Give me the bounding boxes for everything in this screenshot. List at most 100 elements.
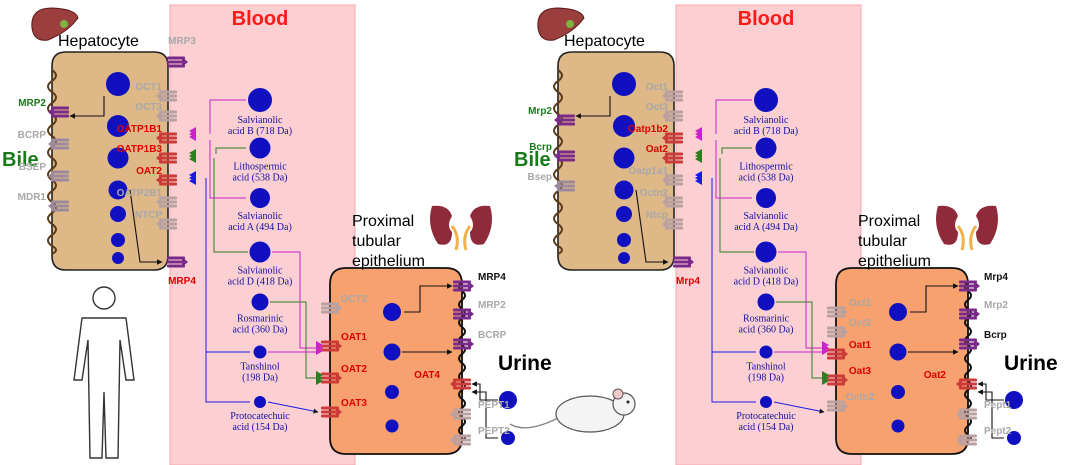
transporter-bar (959, 312, 977, 316)
transporter-head (48, 139, 54, 149)
reabsorption-line (977, 389, 1004, 439)
transporter-bar (453, 382, 471, 386)
uptake-connector-line (715, 140, 752, 199)
uptake-arrow-head (695, 155, 702, 163)
basolateral-transporter-label: Octn2 (846, 392, 875, 403)
blood-compound-dot (757, 293, 775, 311)
tubule-compound-dot (385, 419, 399, 433)
blood-compound-dot (249, 137, 271, 159)
transporter-bar (453, 312, 471, 316)
transporter-bar (159, 90, 177, 94)
transporter-bar (665, 204, 683, 208)
transporter-head (662, 219, 668, 229)
transporter-head (156, 197, 162, 207)
blood-compound-dot (253, 345, 267, 359)
renal-connector-line (776, 301, 824, 379)
transporter-bar (453, 386, 471, 390)
transporter-bar (167, 260, 185, 264)
transporter-head (182, 57, 188, 67)
compound-detail: acid B (718 Da) (228, 126, 292, 137)
uptake-transporter-icon (662, 90, 683, 102)
uptake-transporter-icon (662, 110, 683, 122)
hepatocyte-compound-dot (111, 233, 125, 247)
transporter-bar (827, 326, 845, 330)
apical-transporter-label: Bcrp (984, 330, 1007, 341)
blood-compound-dot (755, 241, 777, 263)
tubule-label: tubular (352, 233, 402, 250)
transporter-bar (321, 310, 339, 314)
urine-label: Urine (498, 352, 552, 375)
tubule-compound-dot (891, 385, 905, 399)
transporter-bar (159, 160, 177, 164)
compound-name: Protocatechuic (230, 411, 290, 422)
uptake-transporter-icon (662, 132, 683, 144)
renal-connector-line (778, 251, 824, 349)
uptake-transporter-icon (662, 196, 683, 208)
urine-compound-dot (499, 391, 517, 409)
hepatocyte-label: Hepatocyte (58, 33, 139, 50)
transporter-bar (159, 114, 177, 118)
transporter-bar (321, 406, 339, 410)
transporter-head (182, 257, 188, 267)
transporter-head (336, 303, 342, 313)
renal-arrow-head (316, 377, 323, 385)
canalicular-transporter-icon (48, 200, 69, 212)
transporter-head (468, 281, 474, 291)
transporter-bar (827, 374, 845, 378)
kidney-right-shape (470, 205, 492, 245)
apical-transporter-label: Mrp2 (984, 300, 1008, 311)
uptake-connector-line (215, 147, 246, 154)
transporter-head (688, 257, 694, 267)
tubule-label: Proximal (858, 213, 920, 230)
transporter-bar (557, 154, 575, 158)
apical-transporter-label: OAT4 (414, 370, 440, 381)
transporter-bar (959, 338, 977, 342)
tubule-compound-dot (383, 343, 401, 361)
apical-transporter-icon (959, 308, 980, 320)
transporter-bar (51, 170, 69, 174)
blood-compound-dot (754, 88, 778, 112)
transporter-bar (159, 204, 177, 208)
transporter-head (842, 349, 848, 359)
basolateral-transporter-label: Oat3 (849, 366, 872, 377)
transporter-bar (665, 226, 683, 230)
transporter-bar (827, 314, 845, 318)
human-silhouette-icon (73, 286, 135, 459)
uptake-connector-line (715, 99, 752, 134)
uptake-transporter-label: Oat2 (646, 144, 669, 155)
reabsorption-line (471, 389, 498, 439)
hepatocyte-compound-dot (107, 147, 129, 169)
apical-transporter-label: MRP2 (478, 300, 506, 311)
uptake-transporter-icon (156, 174, 177, 186)
compound-name: Salvianolic (238, 211, 284, 222)
transporter-bar (159, 132, 177, 136)
transporter-bar (959, 288, 977, 292)
transporter-bar (557, 180, 575, 184)
apical-transporter-label: Pept2 (984, 426, 1012, 437)
transporter-bar (159, 222, 177, 226)
transporter-bar (959, 308, 977, 312)
uptake-connector-line (209, 99, 246, 134)
transporter-bar (453, 434, 471, 438)
hepatocyte-compound-dot (614, 180, 634, 200)
transporter-bar (453, 316, 471, 320)
transporter-bar (51, 204, 69, 208)
ureter-right (969, 225, 978, 251)
transporter-bar (167, 264, 185, 268)
uptake-transporter-icon (156, 196, 177, 208)
transporter-bar (159, 182, 177, 186)
transporter-bar (453, 342, 471, 346)
transporter-bar (557, 158, 575, 162)
transporter-head (974, 281, 980, 291)
basolateral-transporter-icon (321, 302, 342, 314)
transporter-bar (665, 200, 683, 204)
compound-name: Tanshinol (240, 362, 280, 373)
transporter-bar (453, 438, 471, 442)
transporter-bar (827, 356, 845, 360)
compound-name: Salvianolic (744, 266, 790, 277)
transporter-bar (959, 438, 977, 442)
transporter-bar (167, 64, 185, 68)
rat-tail (509, 417, 559, 429)
transporter-head (974, 309, 980, 319)
